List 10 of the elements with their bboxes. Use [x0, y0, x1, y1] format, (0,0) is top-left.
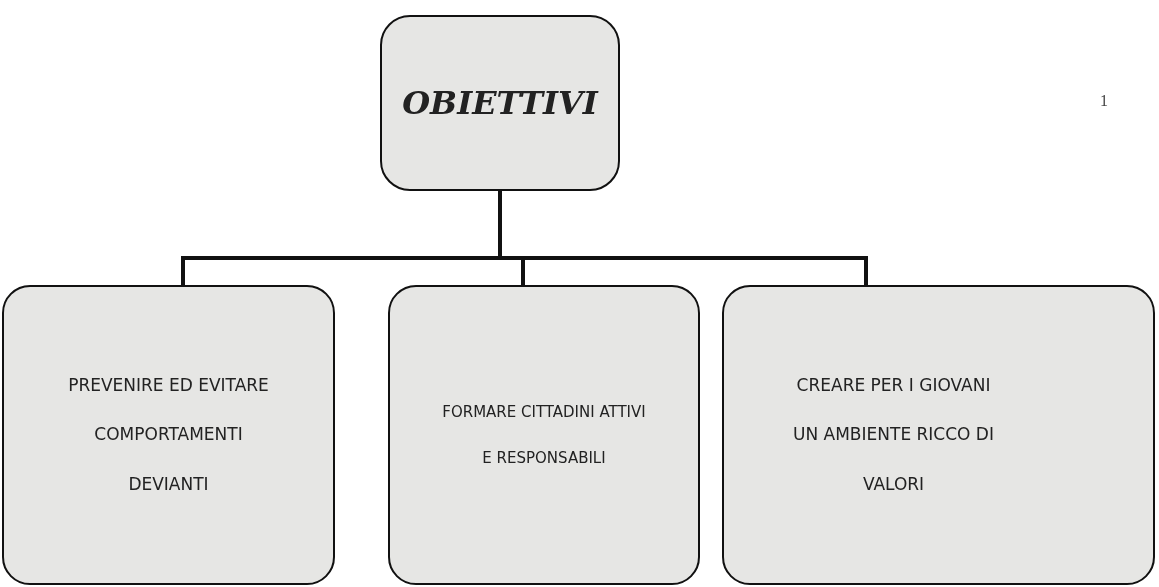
goal-text: FORMARE CITTADINI ATTIVI E RESPONSABILI	[441, 401, 647, 469]
goal-text: CREARE PER I GIOVANI UN AMBIENTE RICCO DI VALORI	[792, 374, 995, 496]
page-number: 1	[1100, 92, 1108, 110]
title-box	[380, 15, 620, 191]
goal-box	[722, 285, 1155, 585]
goal-box	[2, 285, 335, 585]
connector-line	[498, 191, 868, 285]
goal-text: PREVENIRE ED EVITARE COMPORTAMENTI DEVIANTI	[67, 374, 270, 496]
title-text: OBIETTIVI	[402, 83, 598, 123]
goal-box	[388, 285, 700, 585]
